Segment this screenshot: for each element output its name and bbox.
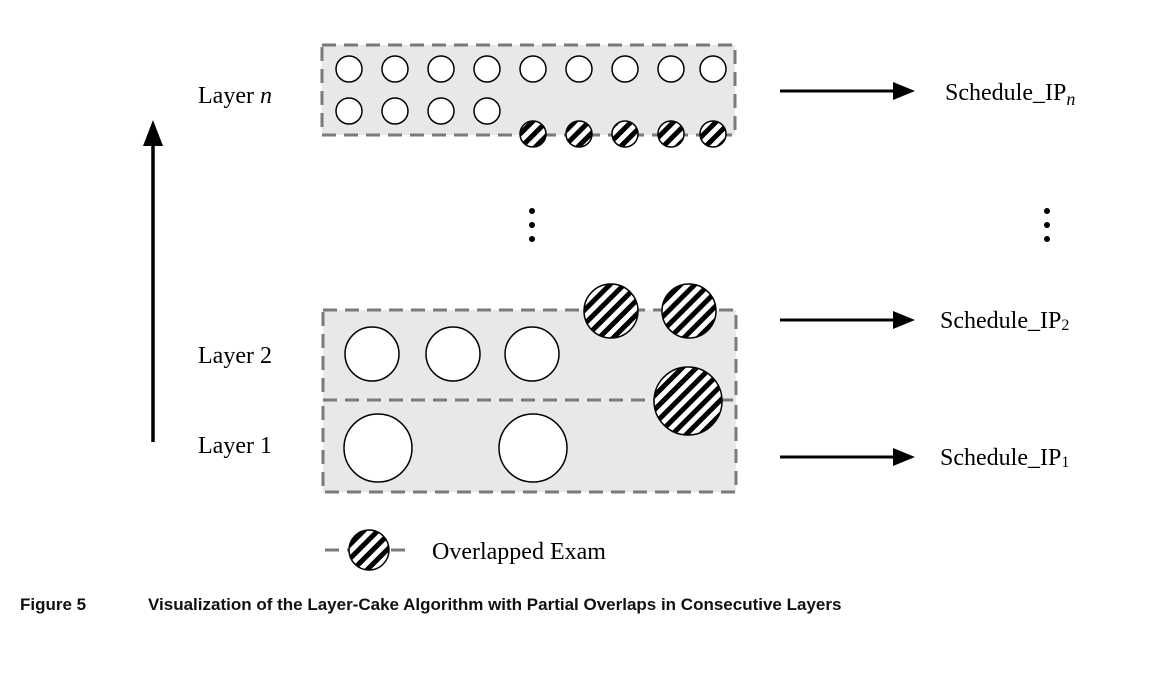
figure-caption-text: Visualization of the Layer-Cake Algorith… [148, 595, 842, 614]
layer-1-overlapped-exams [653, 366, 723, 436]
figure-number: Figure 5 [20, 595, 87, 614]
exam-circle [381, 97, 409, 125]
legend-overlapped-exam-icon [348, 529, 390, 571]
overlapped-exam-circle [699, 120, 727, 148]
legend-label: Overlapped Exam [432, 539, 606, 565]
schedule-ip-2-label: Schedule_IP2 [940, 308, 1069, 334]
exam-circle [657, 55, 685, 83]
overlapped-exam-circle [611, 120, 639, 148]
output-arrow-1 [780, 448, 915, 466]
progression-arrow [143, 120, 163, 442]
layer-2-label: Layer 2 [198, 343, 272, 369]
exam-circle [427, 97, 455, 125]
figure-caption: Figure 5 Visualization of the Layer-Cake … [20, 595, 1140, 615]
overlapped-exam-circle [653, 366, 723, 436]
exam-circle [427, 55, 455, 83]
vertical-ellipsis-left [529, 208, 535, 242]
exam-circle [699, 55, 727, 83]
layer-2-exams [344, 326, 560, 382]
exam-circle [381, 55, 409, 83]
exam-circle [473, 97, 501, 125]
layer-cake-diagram: Layer n Layer 2 Layer 1 Schedule_IPn Sch… [143, 43, 1075, 571]
exam-circle [504, 326, 560, 382]
exam-circle [344, 326, 400, 382]
exam-circle [519, 55, 547, 83]
exam-circle [425, 326, 481, 382]
layer-n-overlapped-exams [519, 120, 727, 148]
legend: Overlapped Exam [325, 529, 606, 571]
exam-circle [498, 413, 568, 483]
exam-circle [611, 55, 639, 83]
layer-1-label: Layer 1 [198, 433, 272, 459]
layer-n-exams [335, 55, 727, 125]
output-arrow-n [780, 82, 915, 100]
exam-circle [473, 55, 501, 83]
output-arrow-2 [780, 311, 915, 329]
exam-circle [565, 55, 593, 83]
overlapped-exam-circle [661, 283, 717, 339]
overlapped-exam-circle [519, 120, 547, 148]
overlapped-exam-circle [565, 120, 593, 148]
schedule-ip-1-label: Schedule_IP1 [940, 445, 1069, 471]
layer-1-exams [343, 413, 568, 483]
overlapped-exam-circle [657, 120, 685, 148]
exam-circle [343, 413, 413, 483]
schedule-ip-n-label: Schedule_IPn [945, 80, 1075, 109]
overlapped-exam-circle [583, 283, 639, 339]
layer-2-overlapped-exams [583, 283, 717, 339]
exam-circle [335, 55, 363, 83]
layer-n-label: Layer n [198, 83, 272, 109]
vertical-ellipsis-right [1044, 208, 1050, 242]
exam-circle [335, 97, 363, 125]
